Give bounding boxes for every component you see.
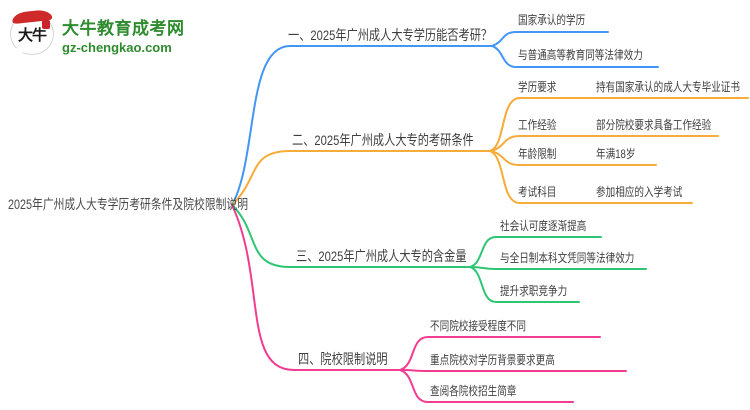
branch-4-child-1[interactable]: 不同院校接受程度不同 [430,319,527,333]
branch-1-title[interactable]: 一、2025年广州成人大专学历能否考研？ [288,27,493,43]
branch-2-row-2-connector [489,135,719,152]
branch-3-child-3[interactable]: 提升求职竞争力 [500,284,568,298]
branch-2-key-3[interactable]: 年龄限制 [518,147,557,161]
branch-3-child-1[interactable]: 社会认可度逐渐提高 [500,219,587,233]
branch-1-connector [231,45,493,206]
branch-3-child-1-connector [469,236,602,268]
logo-bull-icon: 大牛 [10,8,54,55]
root-node[interactable]: 2025年广州成人大专学历考研条件及院校限制说明 [8,197,249,212]
branch-4-child-2-connector [399,369,627,372]
branch-2-value-3[interactable]: 年满18岁 [596,147,636,161]
branch-2-key-1[interactable]: 学历要求 [518,80,557,94]
branch-2-value-1[interactable]: 持有国家承认的成人大专毕业证书 [596,80,741,94]
branch-4-child-2[interactable]: 重点院校对学历背景要求更高 [430,353,555,367]
branch-2-connector [231,150,491,206]
logo-site-name: 大牛教育成考网 [62,18,185,38]
branch-2-key-2[interactable]: 工作经验 [518,118,557,132]
branch-2-key-4[interactable]: 考试科目 [518,185,557,199]
branch-3-child-2-connector [469,266,647,270]
branch-3-child-3-connector [469,266,580,303]
logo-site-url: gz-chengkao.com [62,39,172,55]
branch-1-child-1[interactable]: 国家承认的学历 [518,13,586,27]
branch-4-child-3[interactable]: 查阅各院校招生简章 [430,384,517,398]
branch-1-child-2-connector [491,45,659,68]
branch-2-row-1-connector [489,97,749,152]
branch-2-title[interactable]: 二、2025年广州成人大专的考研条件 [292,132,474,148]
site-logo: 大牛 大牛教育成考网 gz-chengkao.com [10,8,185,55]
logo-text-block: 大牛教育成考网 gz-chengkao.com [62,14,185,55]
branch-4-child-1-connector [399,336,601,371]
branch-3-child-2[interactable]: 与全日制本科文凭同等法律效力 [500,251,635,265]
logo-icon-text: 大牛 [17,27,47,44]
branch-1-child-2[interactable]: 与普通高等教育同等法律效力 [518,48,643,62]
branch-3-connector [231,204,471,268]
branch-4-child-3-connector [399,369,574,403]
branch-1-child-1-connector [491,31,609,47]
branch-2-value-4[interactable]: 参加相应的入学考试 [596,185,683,199]
branch-2-value-2[interactable]: 部分院校要求具备工作经验 [596,118,712,132]
branch-4-connector [231,204,401,371]
branch-2-row-3-connector [489,150,657,166]
logo-seal-icon [42,20,50,29]
branch-3-title[interactable]: 三、2025年广州成人大专的含金量 [296,248,467,264]
branch-4-title[interactable]: 四、院校限制说明 [298,351,388,367]
branch-2-row-4-connector [489,150,693,204]
